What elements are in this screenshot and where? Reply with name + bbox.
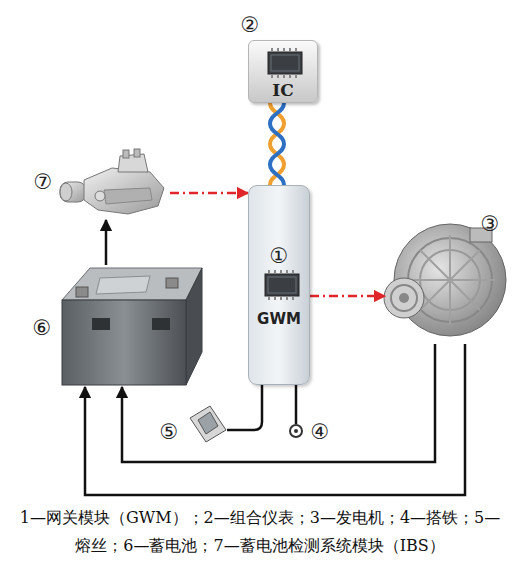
gateway-module-box: ① GWM (248, 185, 310, 385)
power-line (295, 385, 298, 424)
callout-number: ② (237, 13, 263, 37)
figure-caption: 1—网关模块（GWM）；2—组合仪表；3—发电机；4—搭铁；5—熔丝；6—蓄电池… (18, 504, 502, 560)
callout-number: ③ (477, 212, 503, 236)
callout-number: ⑥ (29, 316, 55, 340)
twisted-pair-bus (270, 103, 284, 185)
module-label: IC (249, 80, 317, 100)
callout-number: ⑦ (30, 170, 56, 194)
ground-part: ④ (289, 424, 303, 438)
alternator-illustration (384, 224, 506, 336)
power-line (105, 220, 108, 265)
fuse-illustration (190, 406, 226, 442)
battery-illustration (62, 268, 202, 385)
battery-sensor-illustration (60, 149, 164, 214)
ground-illustration (290, 425, 302, 437)
signal-arrow (170, 192, 248, 195)
callout-number: ① (249, 244, 309, 268)
callout-number: ④ (307, 420, 333, 444)
module-label: GWM (249, 310, 309, 328)
bus-wire (270, 103, 284, 185)
power-line (227, 385, 262, 430)
alternator-part: ③ (385, 222, 503, 344)
battery-sensor-part: ⑦ (55, 148, 170, 220)
fuse-part: ⑤ (185, 405, 227, 443)
signal-arrow (310, 295, 385, 298)
bus-wire (270, 103, 284, 185)
callout-number: ⑤ (156, 420, 182, 444)
battery-part: ⑥ (62, 265, 202, 387)
instrument-cluster-box: ②IC (248, 40, 318, 103)
